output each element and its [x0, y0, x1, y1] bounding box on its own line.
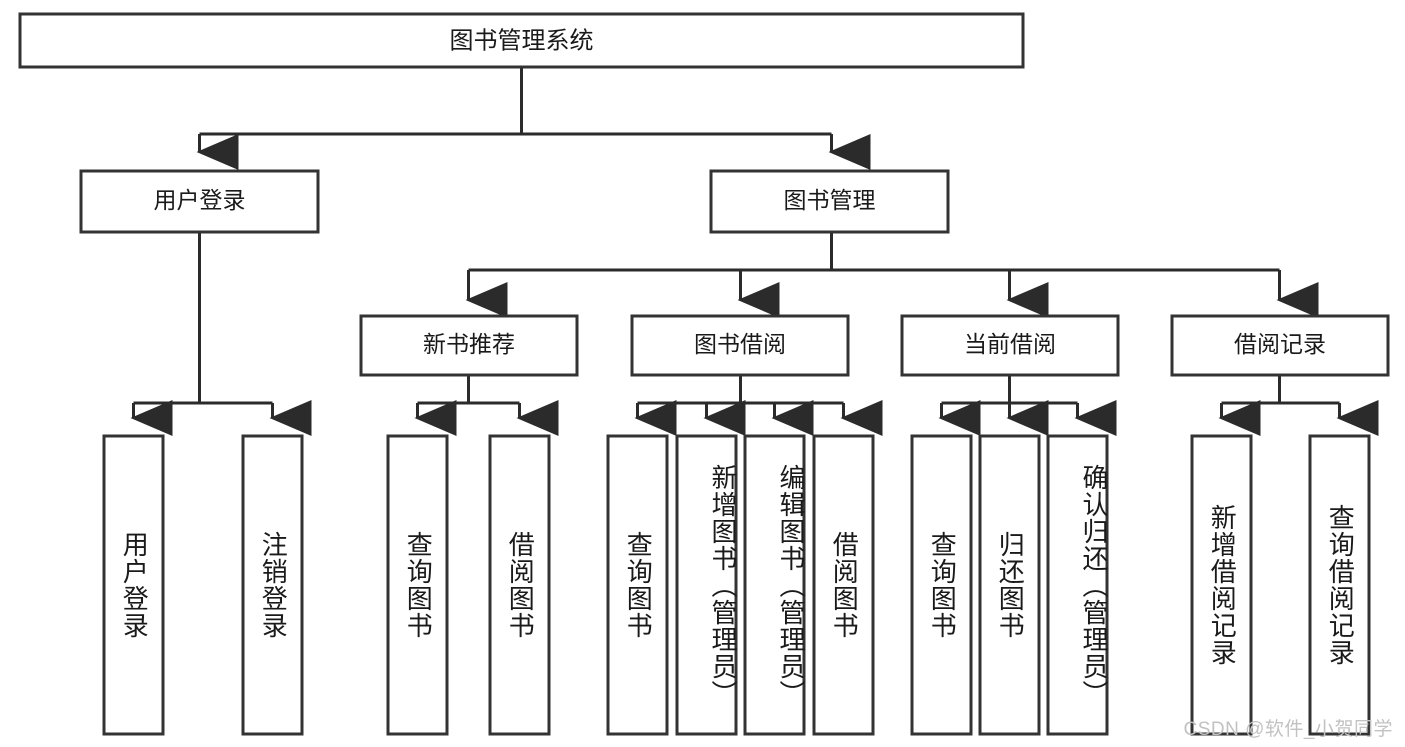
- leaf-box-borrow-book-2: [812, 434, 875, 736]
- connector-bookborrow-to-leaves: [634, 375, 883, 436]
- leaf-boxes: [102, 434, 1371, 736]
- leaf-box-confirm-return: [1046, 434, 1109, 736]
- connector-currentborrow-to-leaves: [938, 375, 1117, 436]
- leaf-box-query-book-3: [910, 434, 973, 736]
- leaf-box-edit-book: [743, 434, 806, 736]
- leaf-box-borrow-book-1: [488, 434, 551, 736]
- node-book-borrow[interactable]: 图书借阅: [630, 314, 850, 377]
- connector-bookmanage-to-level2: [465, 232, 1319, 318]
- leaf-box-user-login: [102, 434, 165, 736]
- node-book-borrow-label: 图书借阅: [694, 331, 786, 357]
- leaf-box-query-book-2: [606, 434, 669, 736]
- connector-borrowrecord-to-leaves: [1218, 375, 1379, 436]
- node-current-borrow[interactable]: 当前借阅: [900, 314, 1120, 377]
- node-root-label: 图书管理系统: [450, 27, 594, 54]
- node-borrow-record-label: 借阅记录: [1234, 331, 1326, 357]
- node-root[interactable]: 图书管理系统: [18, 12, 1025, 69]
- node-new-book-recommend-label: 新书推荐: [423, 331, 515, 357]
- node-user-login[interactable]: 用户登录: [79, 169, 320, 234]
- leaf-box-add-record: [1190, 434, 1253, 736]
- node-book-manage[interactable]: 图书管理: [709, 169, 950, 234]
- leaf-box-query-record: [1308, 434, 1371, 736]
- connector-userlogin-to-leaves: [130, 232, 312, 436]
- leaf-box-add-book: [675, 434, 738, 736]
- leaf-box-return-book: [978, 434, 1041, 736]
- connector-root-to-level1: [196, 67, 871, 170]
- node-borrow-record[interactable]: 借阅记录: [1170, 314, 1390, 377]
- node-new-book-recommend[interactable]: 新书推荐: [359, 314, 579, 377]
- node-book-manage-label: 图书管理: [784, 187, 876, 213]
- leaf-box-query-book-1: [386, 434, 449, 736]
- leaf-box-user-logout: [241, 434, 304, 736]
- node-user-login-label: 用户登录: [154, 187, 246, 213]
- connector-newbook-to-leaves: [414, 375, 559, 436]
- node-current-borrow-label: 当前借阅: [964, 331, 1056, 357]
